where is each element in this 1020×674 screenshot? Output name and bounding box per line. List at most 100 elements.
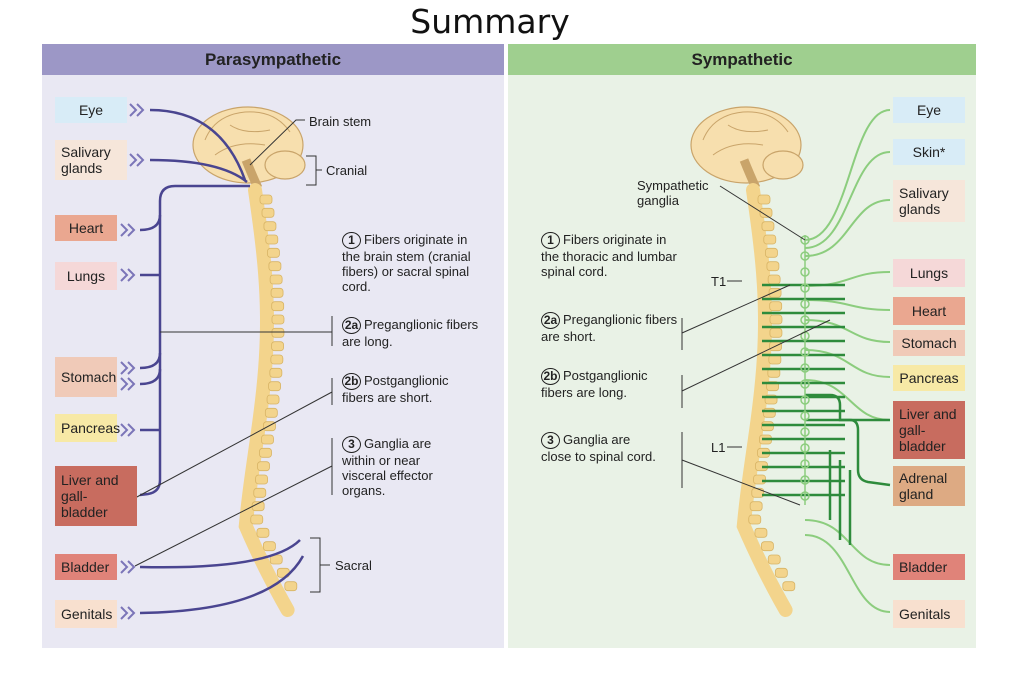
- label-t1: T1: [711, 274, 727, 289]
- para-organ-pancreas: Pancreas: [55, 414, 120, 442]
- chain-ganglion: [800, 235, 810, 245]
- parasympathetic-header: Parasympathetic: [42, 44, 504, 75]
- note-text: Fibers originate in the thoracic and lum…: [541, 232, 677, 279]
- parasympathetic-nerves: [139, 108, 332, 615]
- vertebra: [284, 581, 298, 592]
- symp-organ-lungs: Lungs: [893, 259, 965, 287]
- vertebra: [266, 394, 280, 405]
- vertebra: [259, 194, 273, 205]
- symp-organ-stomach: Stomach: [893, 330, 965, 356]
- page-title: Summary: [410, 2, 570, 41]
- sympathetic-pointer-lines: [681, 185, 831, 506]
- label-brain-stem: Brain stem: [309, 114, 372, 129]
- chain-ganglion: [800, 459, 810, 469]
- preganglionic-fiber: [828, 450, 852, 545]
- vertebra: [769, 301, 783, 312]
- note-text: Postganglionic fibers are long.: [541, 368, 648, 400]
- spine-cord: [736, 183, 793, 617]
- note-number: 1: [342, 232, 361, 249]
- vertebra: [757, 194, 771, 205]
- vertebra: [767, 554, 781, 565]
- vertebra: [259, 447, 272, 458]
- symp-organ-adrenal-gland: Adrenal gland: [893, 466, 965, 506]
- vertebra: [271, 314, 285, 325]
- para-organ-eye: Eye: [55, 97, 127, 123]
- symp-organ-liver-gallbladder: Liver and gall-bladder: [893, 401, 965, 459]
- note-number: 2a: [342, 317, 361, 334]
- vertebra: [761, 221, 775, 232]
- sympathetic-header: Sympathetic: [508, 44, 976, 75]
- label-sacral: Sacral: [335, 558, 372, 573]
- note-text: Preganglionic fibers are short.: [541, 312, 678, 344]
- para-organ-heart: Heart: [55, 215, 117, 241]
- vertebra: [769, 314, 783, 325]
- symp-organ-eye: Eye: [893, 97, 965, 123]
- note-number: 2a: [541, 312, 560, 329]
- parasympathetic-pointer-lines: [134, 119, 333, 593]
- chain-ganglion: [800, 475, 810, 485]
- vertebra: [261, 434, 274, 445]
- chain-ganglion: [800, 347, 810, 357]
- symp-organ-bladder: Bladder: [893, 554, 965, 580]
- postganglionic-fiber: [804, 109, 891, 241]
- vertebra: [753, 474, 766, 485]
- para-organ-bladder: Bladder: [55, 554, 117, 580]
- vertebra: [769, 327, 783, 338]
- postganglionic-fiber: [804, 199, 891, 257]
- left-spinal-column: [238, 183, 298, 617]
- chain-ganglion: [800, 283, 810, 293]
- note-text: Postganglionic fibers are short.: [342, 373, 449, 405]
- vertebra: [761, 541, 774, 552]
- vertebra: [759, 207, 773, 218]
- left-brain-illustration: [192, 106, 306, 190]
- para-organ-lungs: Lungs: [55, 262, 117, 290]
- vertebra: [768, 354, 782, 365]
- vertebra: [782, 581, 796, 592]
- vertebra: [767, 274, 781, 285]
- preganglionic-fiber: [805, 418, 891, 487]
- sympathetic-preganglionic-dark: [762, 283, 891, 545]
- vertebra: [763, 234, 777, 245]
- para-organ-stomach: Stomach: [55, 357, 117, 397]
- preganglionic-fiber: [805, 393, 890, 422]
- chain-ganglion: [800, 411, 810, 421]
- label-l1: L1: [711, 440, 726, 455]
- sympathetic-chain-ganglia: [800, 235, 810, 505]
- note-number: 1: [541, 232, 560, 249]
- sympathetic-postganglionic-light: [804, 109, 891, 613]
- symp-organ-genitals: Genitals: [893, 600, 965, 628]
- vertebra: [762, 407, 776, 418]
- right-spinal-column: [736, 183, 796, 617]
- vertebra: [265, 234, 279, 245]
- vertebra: [253, 487, 267, 498]
- chain-ganglion: [800, 267, 810, 277]
- vertebra: [749, 501, 763, 512]
- para-organ-salivary-glands: Salivary glands: [55, 140, 127, 180]
- symp-organ-salivary-glands: Salivary glands: [893, 180, 965, 222]
- chain-ganglion: [800, 443, 810, 453]
- vertebra: [754, 527, 768, 538]
- vertebra: [261, 207, 275, 218]
- chain-ganglion: [800, 395, 810, 405]
- vertebra: [270, 354, 284, 365]
- note-number: 3: [342, 436, 361, 453]
- vertebra: [250, 514, 264, 525]
- vertebra: [774, 567, 788, 578]
- right-brain-illustration: [690, 106, 804, 190]
- postganglionic-fiber: [804, 319, 891, 343]
- vertebra: [271, 301, 285, 312]
- vertebra: [269, 367, 283, 378]
- vertebra: [766, 261, 780, 272]
- symp-organ-heart: Heart: [893, 297, 965, 325]
- chain-ganglion: [800, 491, 810, 501]
- vertebra: [255, 474, 268, 485]
- para-organ-liver-gallbladder: Liver and gall-bladder: [55, 466, 137, 526]
